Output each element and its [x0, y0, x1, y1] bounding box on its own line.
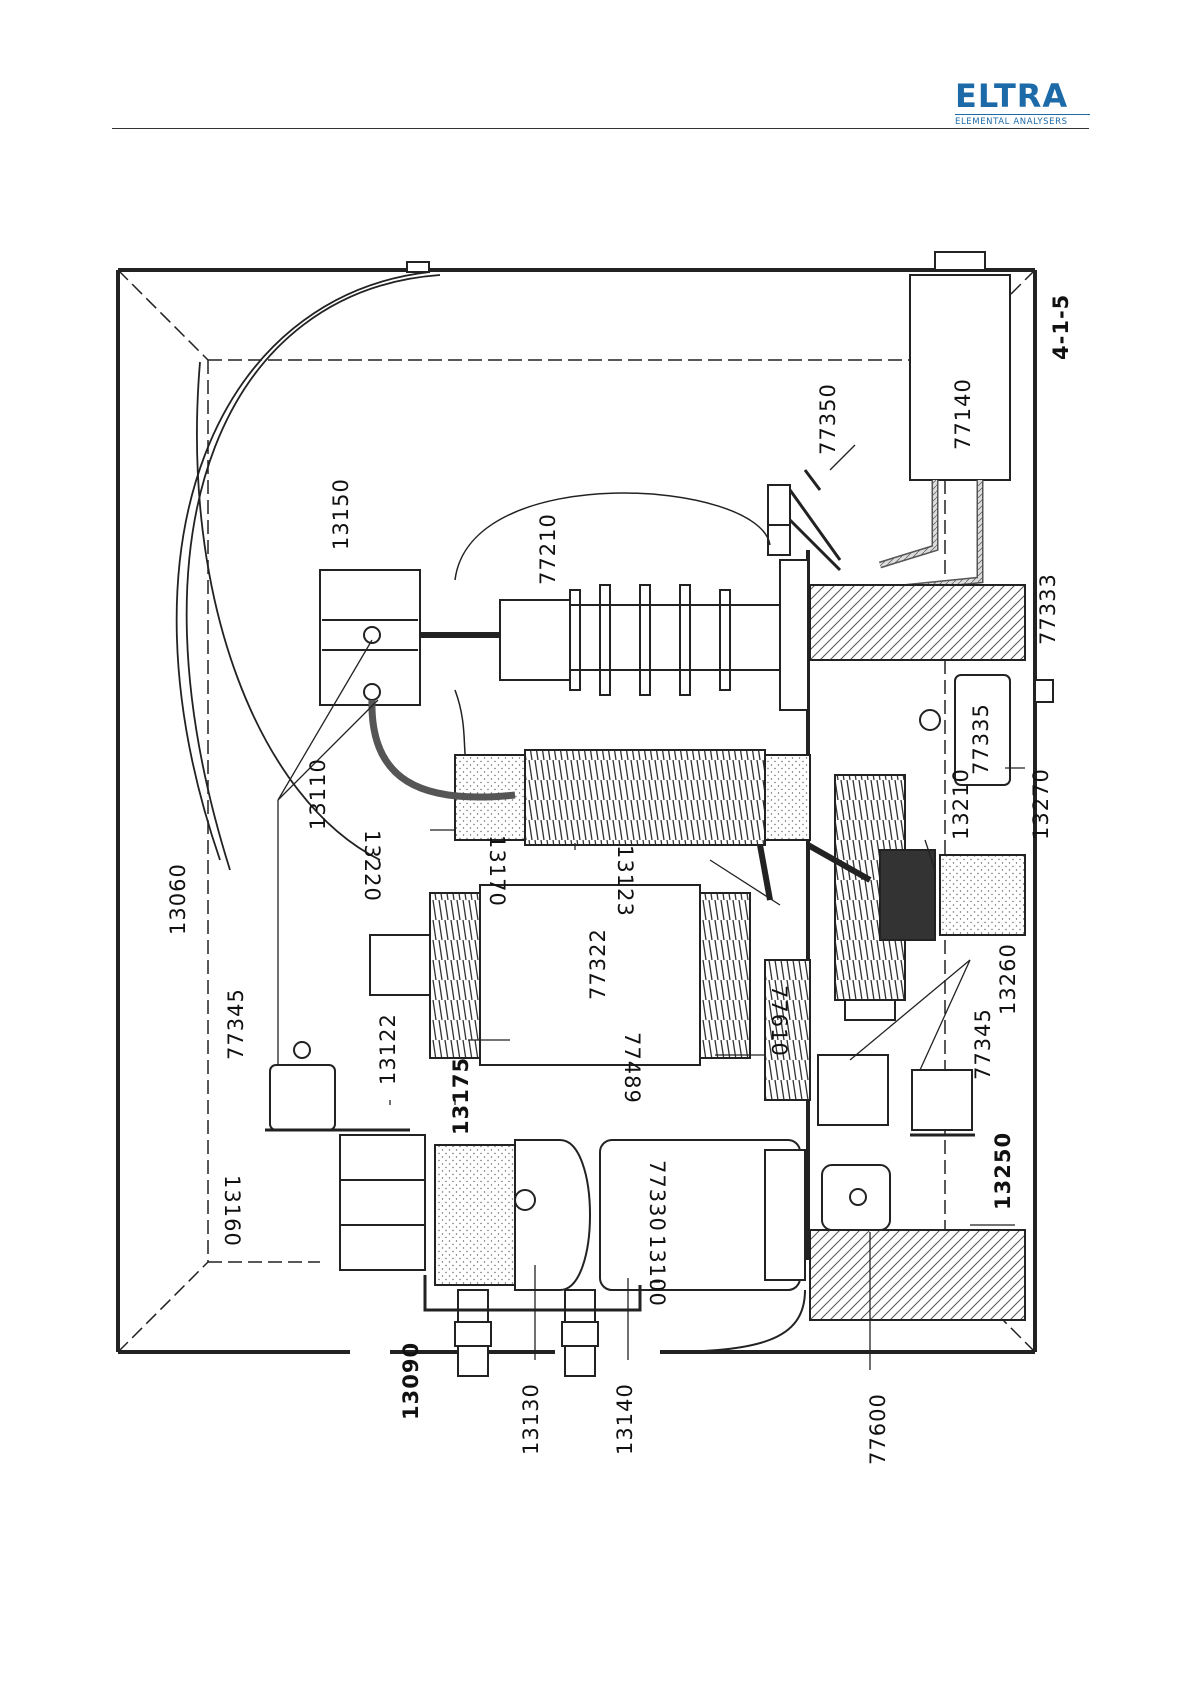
- label-77350: 77350: [816, 383, 840, 455]
- cover-outline: [660, 1290, 805, 1352]
- label-77322: 77322: [586, 928, 610, 1000]
- insulation-block-13260: [940, 855, 1025, 935]
- figure-number: 4-1-5: [1049, 294, 1073, 360]
- label-13140: 13140: [613, 1383, 637, 1455]
- label-77330: 77330: [645, 1160, 669, 1232]
- label-13220: 13220: [360, 830, 384, 902]
- label-77600: 77600: [866, 1393, 890, 1465]
- label-13090: 13090: [399, 1342, 423, 1420]
- label-13260: 13260: [996, 943, 1020, 1015]
- label-13250: 13250: [991, 1132, 1015, 1210]
- label-13110: 13110: [306, 758, 330, 830]
- tube-77322: [370, 885, 750, 1065]
- label-77210: 77210: [536, 513, 560, 585]
- label-13060: 13060: [166, 863, 190, 935]
- fitting-13090: [455, 1290, 491, 1376]
- label-13100: 13100: [645, 1235, 669, 1307]
- label-13130: 13130: [519, 1383, 543, 1455]
- insulator-77210: [420, 493, 808, 770]
- label-13150: 13150: [329, 478, 353, 550]
- label-77345-left: 77345: [224, 988, 248, 1060]
- top-right-bolt: [935, 252, 985, 270]
- label-13270: 13270: [1029, 768, 1053, 840]
- valve-77345-right: [818, 1055, 975, 1135]
- top-bolt: [407, 262, 429, 272]
- label-77140: 77140: [951, 378, 975, 450]
- assembly-77330: [435, 1140, 805, 1290]
- label-13123: 13123: [613, 845, 637, 917]
- label-77345-right: 77345: [971, 1008, 995, 1080]
- block-13160: [340, 1135, 425, 1270]
- label-77610: 77610: [767, 985, 791, 1057]
- label-13175: 13175: [449, 1057, 473, 1135]
- label-13160: 13160: [220, 1175, 244, 1247]
- label-77489: 77489: [620, 1032, 644, 1104]
- label-77335: 77335: [969, 703, 993, 775]
- label-13122: 13122: [376, 1013, 400, 1085]
- label-77333: 77333: [1036, 573, 1060, 645]
- label-13210: 13210: [949, 768, 973, 840]
- insulation-block-13250: [810, 1230, 1025, 1320]
- clamp-13150: [320, 570, 420, 705]
- label-13170: 13170: [485, 835, 509, 907]
- insulation-block-77333: [810, 585, 1025, 660]
- fitting-13140: [562, 1290, 598, 1376]
- connector-77350: [768, 470, 840, 570]
- connector-leads: [880, 480, 980, 590]
- clamp-77600: [822, 1165, 890, 1230]
